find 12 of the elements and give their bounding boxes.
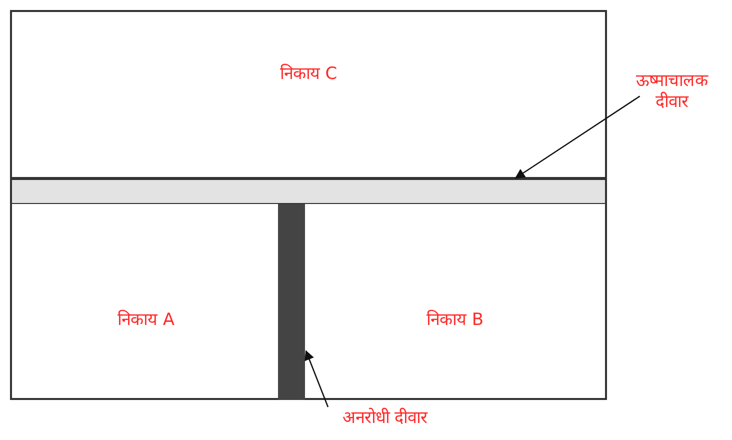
leader-line	[304, 350, 329, 408]
system-box	[10, 204, 280, 400]
label-text: अनरोधी दीवार	[342, 408, 428, 430]
label-text: निकाय C	[280, 64, 338, 86]
system-box	[305, 204, 607, 400]
label-text: ऊष्माचालक दीवार	[635, 70, 710, 114]
label-text: निकाय A	[117, 310, 175, 332]
wall-bar	[278, 204, 306, 400]
leader-line	[514, 96, 640, 179]
system-box	[10, 10, 607, 179]
wall-bar	[10, 178, 607, 205]
label-text: निकाय B	[426, 310, 484, 332]
